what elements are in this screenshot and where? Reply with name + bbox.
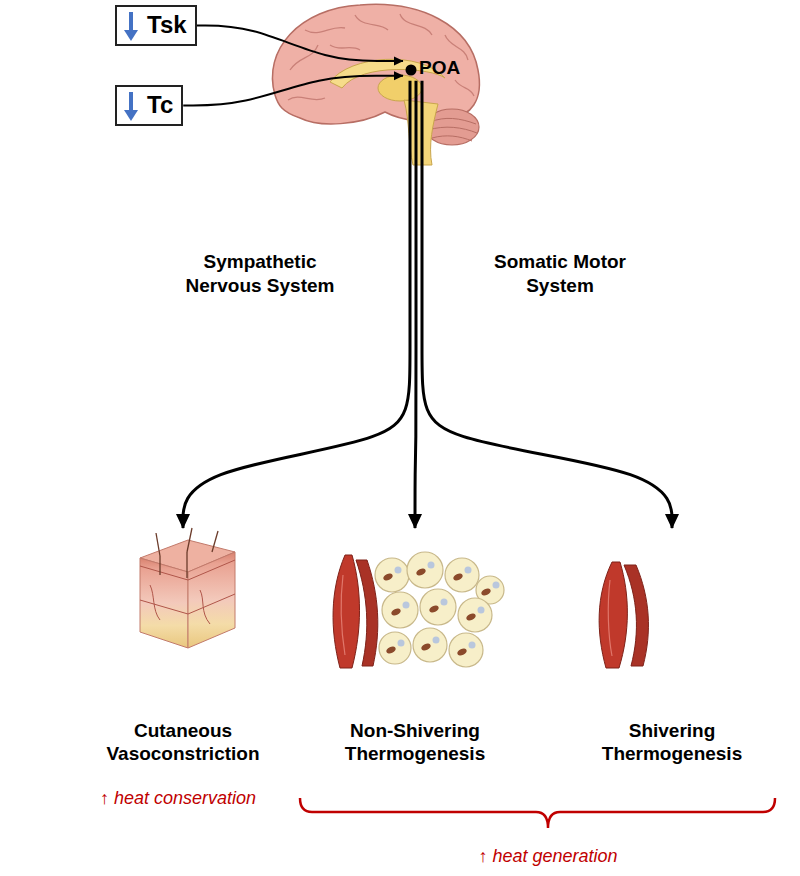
node-text: Cutaneous Vasoconstriction — [91, 720, 275, 766]
response-node: Cutaneous Vasoconstriction — [87, 530, 279, 768]
pathway-label: Somatic Motor System — [490, 250, 630, 298]
node-text: Non-Shivering Thermogenesis — [323, 720, 507, 766]
poa-dot — [406, 65, 417, 76]
connector-arrow — [183, 81, 410, 528]
outcome-note: ↑ heat conservation — [88, 788, 268, 810]
connector-arrow — [183, 76, 403, 106]
connector-arrow — [197, 25, 403, 61]
node-text: Shivering Thermogenesis — [590, 720, 754, 766]
node-text: Tsk — [147, 11, 187, 40]
outcome-note: ↑ heat generation — [458, 846, 638, 868]
connector-arrow — [422, 81, 672, 528]
group-bracket — [300, 798, 775, 828]
response-node: Shivering Thermogenesis — [586, 530, 758, 768]
node-text: POA — [419, 57, 460, 80]
response-node: Non-Shivering Thermogenesis — [319, 530, 511, 768]
brain-region: POA — [403, 56, 464, 81]
pathway-label: Sympathetic Nervous System — [175, 250, 345, 298]
input-box: Tc — [115, 85, 183, 126]
input-box: Tsk — [115, 5, 197, 46]
muscle-illustration — [333, 555, 378, 668]
skin-illustration — [140, 528, 235, 648]
connector-arrow — [415, 81, 416, 528]
decrease-arrow — [124, 12, 138, 121]
muscle-illustration — [599, 562, 648, 668]
node-text: Tc — [147, 91, 173, 120]
adipose-cells — [375, 552, 504, 667]
